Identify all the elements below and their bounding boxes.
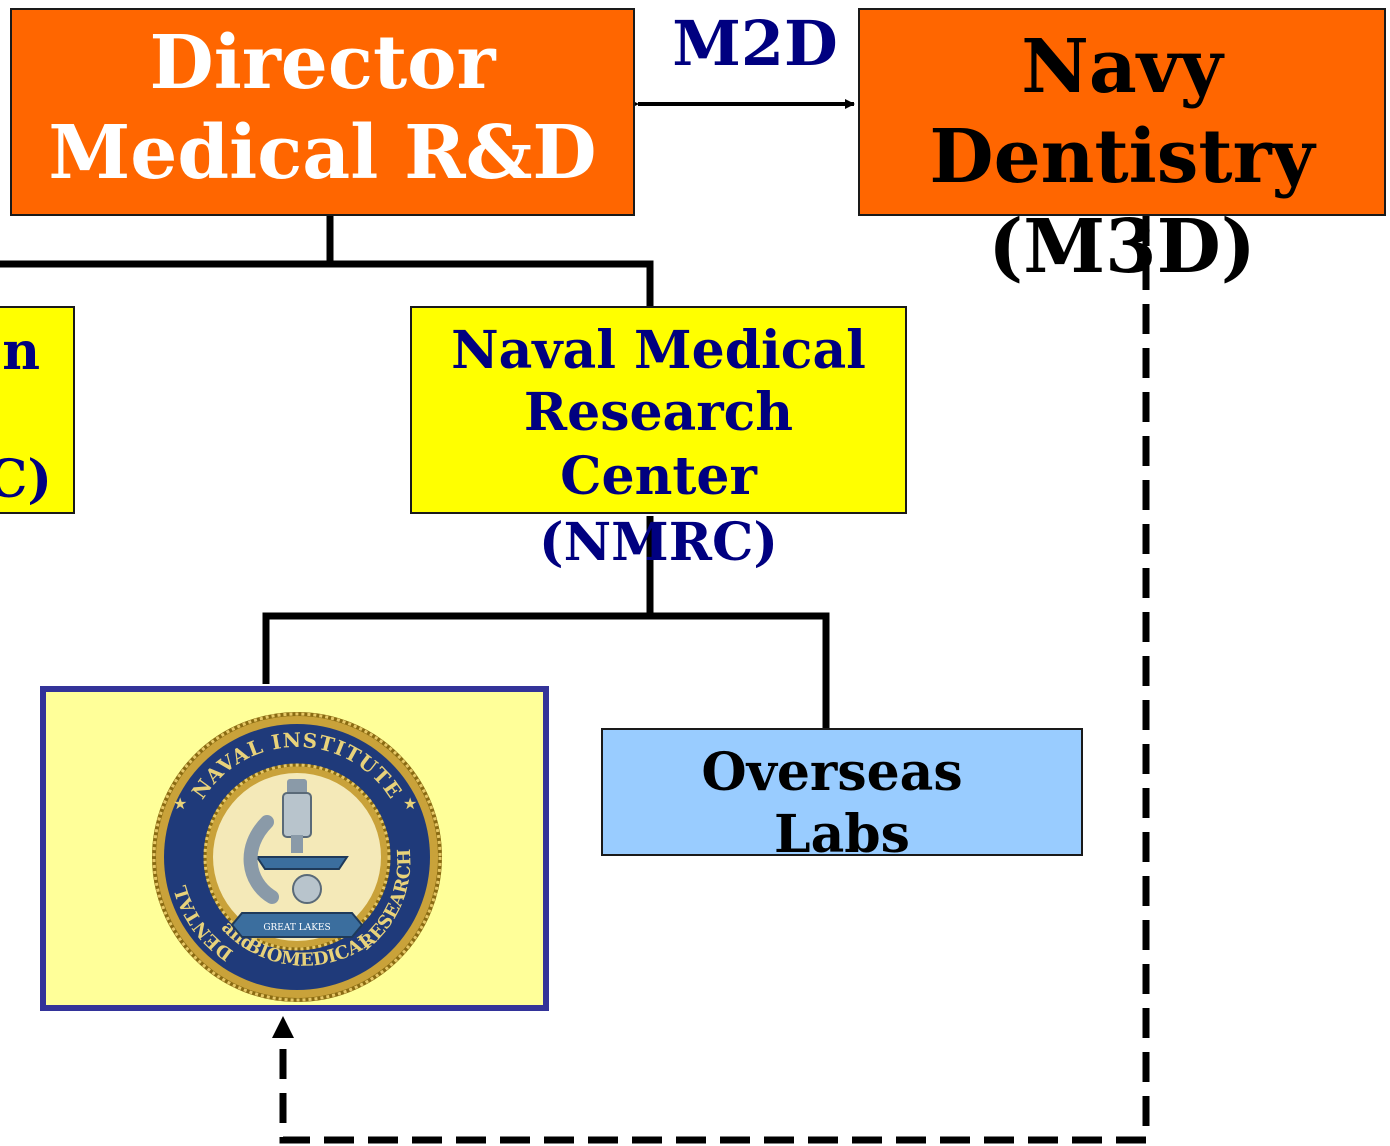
nmrc-line4: (NMRC): [539, 512, 778, 573]
overseas-labs-box: [601, 728, 1083, 856]
nidbr-seal: NAVAL INSTITUTE DENTAL and BIOMEDICAL RE…: [152, 712, 442, 1002]
left-partial-box: [0, 306, 75, 514]
nmrc-line3: Center: [560, 446, 757, 507]
seal-star-icon: ★: [173, 794, 187, 813]
left-partial-line1: n: [2, 321, 40, 382]
seal-star-icon: ★: [403, 794, 417, 813]
left-partial-line2: C): [0, 449, 52, 510]
director-box: [10, 8, 635, 216]
navy-dentistry-line1: Navy: [1021, 24, 1223, 110]
top-bus-line: [0, 260, 654, 312]
navy-dentistry-box: [858, 8, 1386, 216]
m3d-dashed-line: [279, 216, 1150, 1144]
seal-banner-text: GREAT LAKES: [263, 923, 330, 933]
overseas-labs-line2: Labs: [774, 804, 910, 865]
director-title-line2: Medical R&D: [48, 110, 597, 196]
director-title-line1: Director: [149, 20, 496, 106]
seal-banner: [230, 912, 364, 938]
nmrc-line2: Research: [523, 382, 794, 443]
nmrc-line1: Naval Medical: [451, 320, 866, 381]
m2d-label: M2D: [672, 7, 838, 80]
lower-bus-line: [262, 612, 830, 730]
navy-dentistry-line2: Dentistry: [929, 114, 1315, 200]
seal-arrowhead: [272, 1016, 294, 1038]
navy-dentistry-line3: (M3D): [988, 204, 1256, 290]
overseas-labs-line1: Overseas: [701, 742, 963, 803]
nmrc-box: [410, 306, 907, 514]
